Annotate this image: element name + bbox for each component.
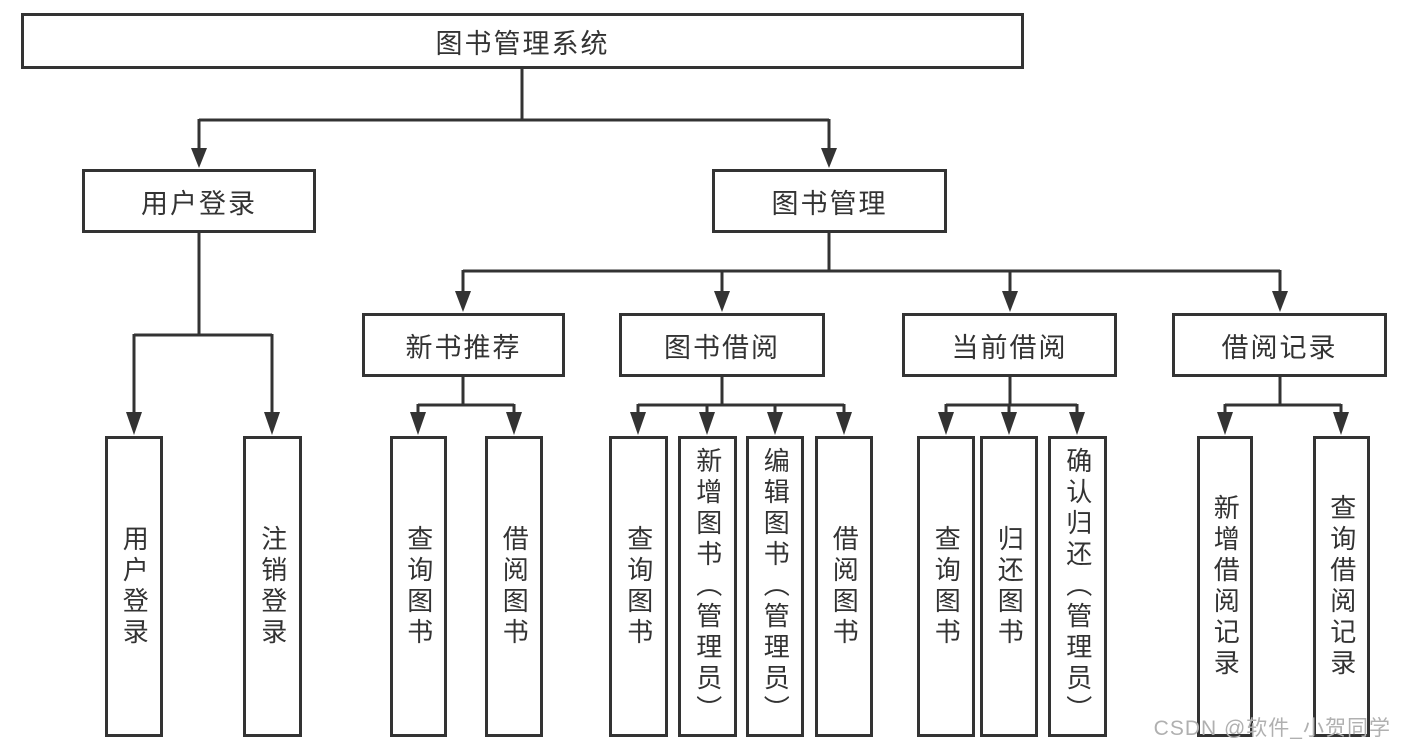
leaf-user-login: 用户登录 <box>105 436 163 737</box>
node-label: 借阅图书 <box>829 524 860 649</box>
leaf-return-books: 归还图书 <box>980 436 1038 737</box>
node-current-borrowing: 当前借阅 <box>902 313 1117 377</box>
leaf-query-borrow-record: 查询借阅记录 <box>1313 436 1370 737</box>
node-label: 图书管理系统 <box>435 28 610 59</box>
node-label: 归还图书 <box>994 524 1025 649</box>
node-label: 查询图书 <box>623 524 654 649</box>
node-label: 新书推荐 <box>405 332 522 363</box>
leaf-query-books-borrowing: 查询图书 <box>609 436 668 737</box>
leaf-query-books-recommend: 查询图书 <box>390 436 447 737</box>
leaf-add-borrow-record: 新增借阅记录 <box>1197 436 1253 737</box>
csdn-watermark: CSDN @软件_小贺同学 <box>1153 717 1391 740</box>
node-label: 图书借阅 <box>664 332 780 363</box>
node-label: 借阅图书 <box>499 524 530 649</box>
node-label: 查询图书 <box>931 524 962 649</box>
leaf-borrow-books-recommend: 借阅图书 <box>485 436 543 737</box>
leaf-add-books-admin: 新增图书（管理员） <box>678 436 737 737</box>
leaf-edit-books-admin: 编辑图书（管理员） <box>746 436 804 737</box>
node-label: 确认归还（管理员） <box>1062 447 1093 726</box>
node-label: 用户登录 <box>141 188 257 219</box>
node-label: 用户登录 <box>119 524 150 649</box>
node-label: 查询图书 <box>403 524 434 649</box>
node-label: 当前借阅 <box>951 332 1068 363</box>
node-label: 图书管理 <box>771 188 888 219</box>
node-book-borrowing: 图书借阅 <box>619 313 825 377</box>
node-borrowing-records: 借阅记录 <box>1172 313 1387 377</box>
leaf-logout: 注销登录 <box>243 436 302 737</box>
leaf-query-books-current: 查询图书 <box>917 436 975 737</box>
node-book-management: 图书管理 <box>712 169 947 233</box>
node-label: 注销登录 <box>257 524 288 649</box>
node-root-system: 图书管理系统 <box>21 13 1024 69</box>
node-new-book-recommend: 新书推荐 <box>362 313 565 377</box>
leaf-borrow-books: 借阅图书 <box>815 436 873 737</box>
node-label: 编辑图书（管理员） <box>760 447 791 726</box>
node-label: 查询借阅记录 <box>1326 493 1357 680</box>
node-label: 新增图书（管理员） <box>692 447 723 726</box>
node-user-login: 用户登录 <box>82 169 316 233</box>
node-label: 借阅记录 <box>1221 332 1338 363</box>
node-label: 新增借阅记录 <box>1210 493 1241 680</box>
leaf-confirm-return-admin: 确认归还（管理员） <box>1048 436 1107 737</box>
